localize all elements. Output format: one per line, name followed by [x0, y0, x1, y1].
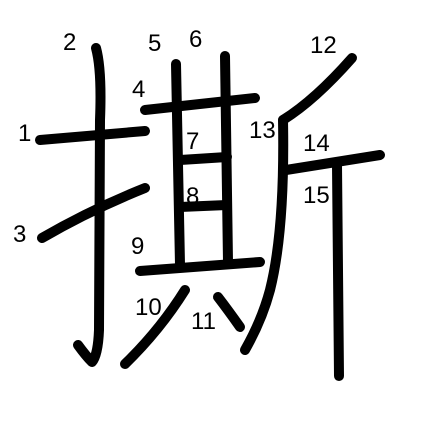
stroke-2 [73, 43, 106, 367]
stroke-8 [175, 200, 232, 212]
stroke-number-7: 7 [186, 128, 199, 155]
stroke-number-3: 3 [13, 221, 26, 248]
stroke-11 [213, 292, 245, 332]
stroke-number-2: 2 [63, 29, 76, 56]
stroke-number-15: 15 [303, 182, 330, 209]
stroke-15 [332, 160, 344, 381]
stroke-number-14: 14 [303, 130, 330, 157]
stroke-number-4: 4 [132, 76, 145, 103]
stroke-number-13: 13 [249, 117, 276, 144]
stroke-1 [35, 126, 150, 145]
stroke-9 [135, 257, 265, 276]
stroke-number-11: 11 [191, 308, 216, 335]
stroke-number-10: 10 [135, 294, 162, 321]
stroke-7 [175, 152, 232, 165]
stroke-12 [278, 53, 357, 125]
stroke-3 [37, 183, 150, 243]
stroke-number-12: 12 [310, 32, 337, 59]
stroke-number-6: 6 [189, 26, 202, 53]
stroke-number-1: 1 [18, 120, 31, 147]
stroke-13 [240, 115, 289, 355]
stroke-4 [140, 93, 260, 115]
stroke-10 [120, 285, 190, 369]
stroke-number-8: 8 [186, 183, 199, 210]
stroke-number-9: 9 [131, 233, 144, 260]
stroke-number-5: 5 [148, 30, 161, 57]
